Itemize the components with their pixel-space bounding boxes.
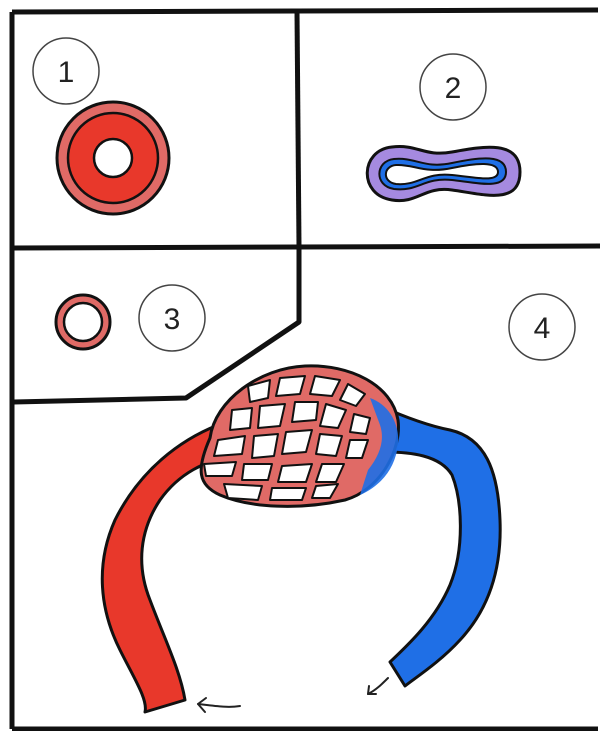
- flow-arrow-left-icon: [198, 698, 240, 712]
- panel-4-number: 4: [534, 312, 551, 345]
- panel-4: 4: [102, 294, 575, 712]
- artery-cross-section-icon: [57, 102, 169, 214]
- panel-2-number: 2: [445, 72, 462, 105]
- capillary-cross-section-icon: [56, 295, 110, 349]
- panel-3-number: 3: [164, 303, 181, 336]
- panel-1: 1: [33, 38, 169, 214]
- vein-cross-section-icon: [367, 147, 520, 201]
- panel-2: 2: [367, 54, 520, 201]
- panel-1-number: 1: [58, 56, 75, 89]
- divider-1-2: [297, 12, 299, 246]
- panel-3: 3: [56, 285, 205, 351]
- divider-top-row: [12, 246, 600, 248]
- flow-arrow-right-icon: [368, 678, 388, 694]
